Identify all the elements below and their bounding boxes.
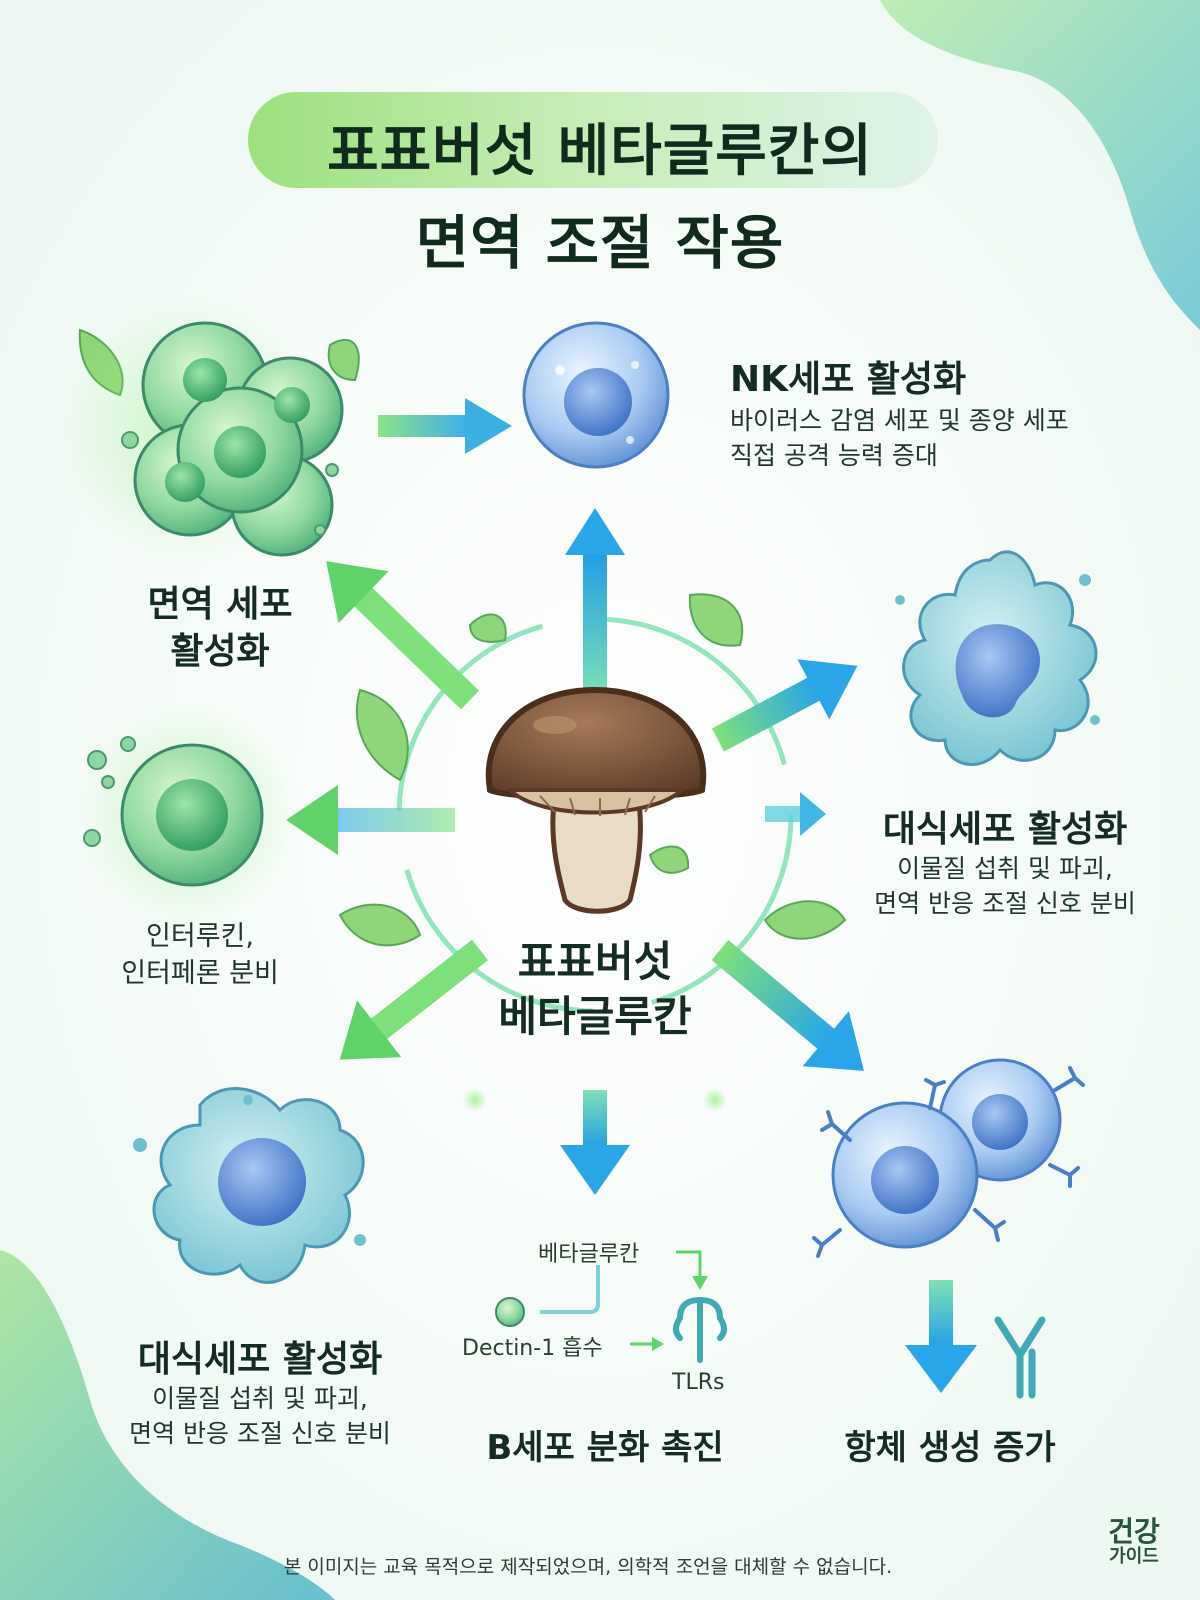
arrow-icon-to-nk bbox=[565, 508, 625, 700]
b-cell-title: B세포 분화 촉진 bbox=[486, 1428, 724, 1468]
arrow-icon-cluster-to-nk bbox=[378, 398, 512, 454]
nk-cell-desc-line2: 직접 공격 능력 증대 bbox=[730, 440, 938, 470]
immune-activation-line1: 면역 세포 bbox=[147, 584, 293, 625]
macrophage-left-title: 대식세포 활성화 bbox=[137, 1339, 383, 1380]
mushroom-icon bbox=[485, 686, 707, 914]
nk-cell-desc: 바이러스 감염 세포 및 종양 세포 직접 공격 능력 증대 bbox=[730, 404, 1170, 473]
interleukin-line1: 인터루킨, bbox=[146, 921, 254, 952]
immune-activation-line2: 활성화 bbox=[170, 630, 270, 672]
antibody-title: 항체 생성 증가 bbox=[844, 1428, 1056, 1468]
antibody-icon bbox=[994, 1316, 1046, 1399]
macrophage-left-desc: 이물질 섭취 및 파괴, 면역 반응 조절 신호 분비 bbox=[100, 1382, 420, 1451]
macrophage-right-desc-line1: 이물질 섭취 및 파괴, bbox=[897, 854, 1113, 883]
interleukin-line2: 인터페론 분비 bbox=[121, 958, 279, 990]
nk-cell-desc-line1: 바이러스 감염 세포 및 종양 세포 bbox=[730, 406, 1069, 435]
macrophage-icon-right bbox=[895, 550, 1100, 766]
cell-icon-b-cells bbox=[812, 1058, 1085, 1258]
receptor-icon bbox=[673, 1296, 727, 1363]
macrophage-left-desc-line2: 면역 반응 조절 신호 분비 bbox=[129, 1418, 391, 1448]
page-title-line2: 면역 조절 작용 bbox=[415, 209, 785, 277]
arrow-icon-to-antibody bbox=[905, 1280, 977, 1393]
macrophage-icon-left bbox=[133, 1087, 366, 1284]
b-cell-mini-dectin: Dectin-1 흡수 bbox=[462, 1336, 603, 1361]
disclaimer: 본 이미지는 교육 목적으로 제작되었으며, 의학적 조언을 대체할 수 없습니… bbox=[283, 1556, 893, 1578]
brand-line1: 건강 bbox=[1108, 1515, 1160, 1548]
page-title-line1: 표표버섯 베타글루칸의 bbox=[327, 119, 873, 184]
arrow-icon-to-interleukin bbox=[286, 785, 455, 855]
cell-icon-cluster bbox=[121, 321, 344, 557]
arrow-icon-to-macrophage-right bbox=[711, 659, 858, 752]
macrophage-right-desc-line2: 면역 반응 조절 신호 분비 bbox=[874, 888, 1136, 918]
arrow-icon-to-macrophage-left bbox=[339, 939, 489, 1060]
arrow-icon-to-macrophage-right-small bbox=[765, 792, 826, 836]
brand-logo: 건강 가이드 bbox=[1094, 1518, 1174, 1566]
brand-line2: 가이드 bbox=[1109, 1546, 1159, 1567]
macrophage-right-title: 대식세포 활성화 bbox=[882, 809, 1128, 850]
center-name: 표표버섯 베타글루칸 bbox=[445, 935, 745, 1044]
immune-activation-title: 면역 세포 활성화 bbox=[120, 582, 320, 676]
arrow-icon-to-antibody-cells bbox=[711, 940, 865, 1071]
title-pill bbox=[248, 92, 938, 188]
center-name-line2: 베타글루칸 bbox=[498, 991, 692, 1041]
cell-icon-interleukin bbox=[83, 736, 264, 887]
b-cell-pathway bbox=[495, 1250, 727, 1363]
b-cell-mini-tlrs: TLRs bbox=[672, 1370, 725, 1395]
cell-icon-nk bbox=[522, 321, 670, 469]
b-cell-mini-beta: 베타글루칸 bbox=[538, 1242, 640, 1267]
arrow-icon-to-b-cell bbox=[560, 1090, 630, 1195]
center-name-line1: 표표버섯 bbox=[517, 937, 673, 986]
macrophage-right-desc: 이물질 섭취 및 파괴, 면역 반응 조절 신호 분비 bbox=[855, 852, 1155, 921]
macrophage-left-desc-line1: 이물질 섭취 및 파괴, bbox=[152, 1384, 368, 1413]
interleukin-label: 인터루킨, 인터페론 분비 bbox=[90, 918, 310, 993]
nk-cell-title: NK세포 활성화 bbox=[730, 359, 967, 400]
arrow-icon-to-immune-activation bbox=[326, 561, 480, 710]
